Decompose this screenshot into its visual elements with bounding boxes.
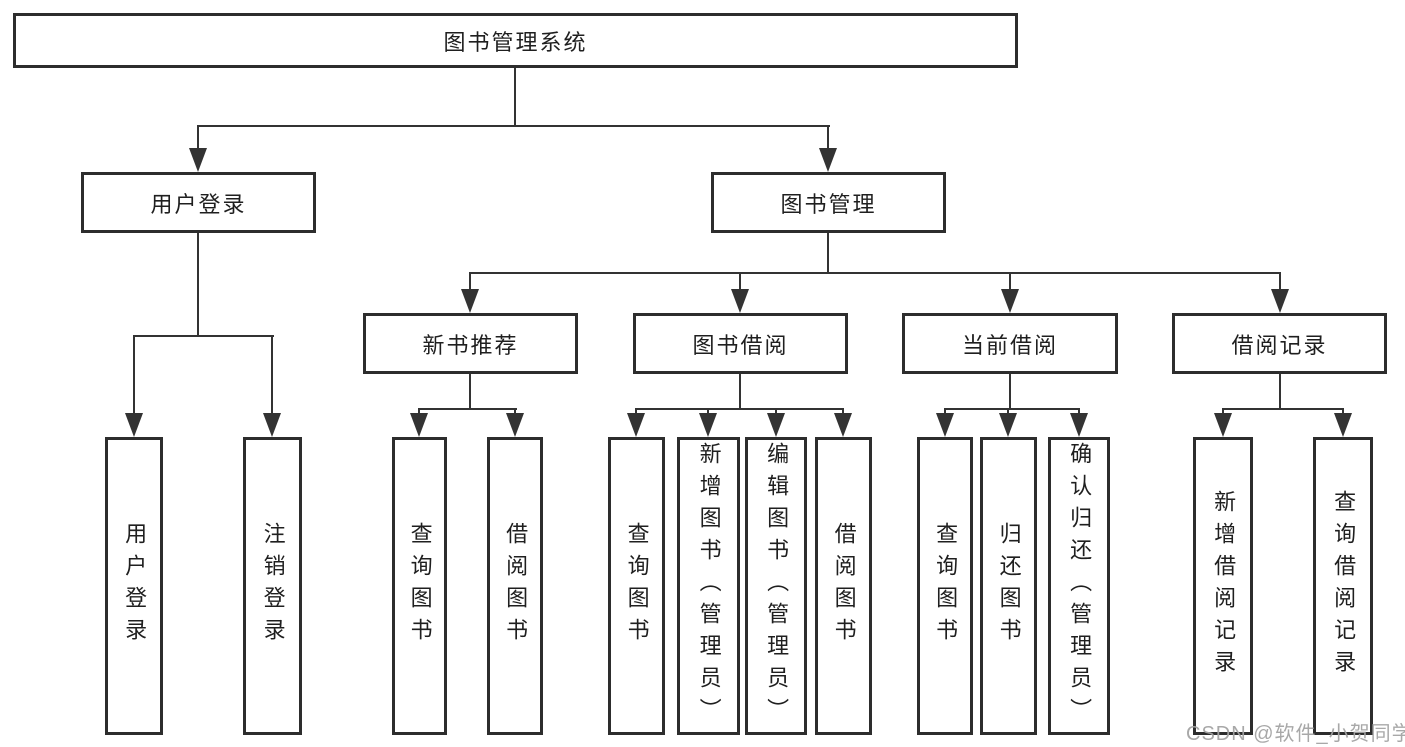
leaf-borrow-books-borrowing: 借阅图书 (815, 437, 872, 735)
arrowhead-down (189, 148, 207, 172)
node-root-label: 图书管理系统 (443, 29, 588, 55)
connector-line (469, 272, 1281, 274)
connector-line (133, 335, 274, 337)
connector-line (1279, 272, 1281, 292)
leaf-edit-books-admin: 编辑图书（管理员） (745, 437, 807, 735)
connector-line (197, 233, 199, 337)
connector-line (827, 125, 829, 152)
connector-line (1342, 408, 1344, 417)
node-book-management-branch: 图书管理 (711, 172, 946, 233)
connector-line (775, 408, 777, 417)
leaf-borrow-books-borrowing-label: 借阅图书 (831, 522, 857, 650)
connector-line (469, 272, 471, 292)
leaf-add-books-admin-label: 新增图书（管理员） (696, 442, 722, 730)
arrowhead-down (999, 413, 1017, 437)
arrowhead-down (819, 148, 837, 172)
connector-line (1279, 374, 1281, 410)
arrowhead-down (263, 413, 281, 437)
arrowhead-down (731, 289, 749, 313)
leaf-query-books-recommend-label: 查询图书 (407, 522, 433, 650)
arrowhead-down (834, 413, 852, 437)
leaf-return-books: 归还图书 (980, 437, 1037, 735)
arrowhead-down (1334, 413, 1352, 437)
arrowhead-down (506, 413, 524, 437)
connector-line (197, 125, 830, 127)
arrowhead-down (699, 413, 717, 437)
node-current-borrowing: 当前借阅 (902, 313, 1118, 374)
leaf-logout: 注销登录 (243, 437, 302, 735)
arrowhead-down (410, 413, 428, 437)
connector-line (944, 408, 946, 417)
connector-line (707, 408, 709, 417)
connector-line (1222, 408, 1224, 417)
watermark: CSDN @软件_小贺同学 (1186, 723, 1405, 745)
connector-line (514, 68, 516, 127)
arrowhead-down (1214, 413, 1232, 437)
connector-line (271, 335, 273, 416)
connector-line (1009, 374, 1011, 410)
node-user-login-branch: 用户登录 (81, 172, 316, 233)
node-book-borrowing-label: 图书借阅 (692, 332, 789, 358)
arrowhead-down (125, 413, 143, 437)
leaf-add-books-admin: 新增图书（管理员） (677, 437, 740, 735)
leaf-confirm-return-admin-label: 确认归还（管理员） (1067, 442, 1093, 730)
connector-line (418, 408, 420, 417)
leaf-edit-books-admin-label: 编辑图书（管理员） (764, 442, 790, 730)
node-current-borrowing-label: 当前借阅 (961, 332, 1058, 358)
connector-line (944, 408, 1080, 410)
connector-line (514, 408, 516, 417)
leaf-borrow-books-recommend-label: 借阅图书 (503, 522, 529, 650)
node-borrowing-records: 借阅记录 (1172, 313, 1387, 374)
arrowhead-down (627, 413, 645, 437)
node-new-book-recommendation: 新书推荐 (363, 313, 578, 374)
node-user-login-branch-label: 用户登录 (150, 191, 247, 217)
node-book-borrowing: 图书借阅 (633, 313, 848, 374)
connector-line (635, 408, 637, 417)
connector-line (1007, 408, 1009, 417)
connector-line (1078, 408, 1080, 417)
arrowhead-down (936, 413, 954, 437)
leaf-query-books-borrowing-label: 查询图书 (624, 522, 650, 650)
arrowhead-down (461, 289, 479, 313)
leaf-query-books-borrowing: 查询图书 (608, 437, 665, 735)
connector-line (418, 408, 517, 410)
arrowhead-down (1271, 289, 1289, 313)
connector-line (197, 125, 199, 152)
connector-line (133, 335, 135, 416)
connector-line (1009, 272, 1011, 292)
leaf-borrow-books-recommend: 借阅图书 (487, 437, 543, 735)
leaf-query-books-current: 查询图书 (917, 437, 973, 735)
node-new-book-recommendation-label: 新书推荐 (422, 332, 519, 358)
node-book-management-branch-label: 图书管理 (780, 191, 877, 217)
leaf-user-login-label: 用户登录 (122, 522, 148, 650)
connector-line (1222, 408, 1344, 410)
leaf-user-login: 用户登录 (105, 437, 163, 735)
connector-line (739, 272, 741, 292)
node-root: 图书管理系统 (13, 13, 1018, 68)
leaf-query-borrow-record: 查询借阅记录 (1313, 437, 1373, 735)
connector-line (827, 233, 829, 274)
connector-line (739, 374, 741, 410)
leaf-confirm-return-admin: 确认归还（管理员） (1048, 437, 1110, 735)
leaf-query-books-current-label: 查询图书 (933, 522, 959, 650)
leaf-return-books-label: 归还图书 (996, 522, 1022, 650)
node-borrowing-records-label: 借阅记录 (1231, 332, 1328, 358)
leaf-add-borrow-record: 新增借阅记录 (1193, 437, 1253, 735)
connector-line (842, 408, 844, 417)
arrowhead-down (1001, 289, 1019, 313)
leaf-add-borrow-record-label: 新增借阅记录 (1211, 490, 1237, 682)
arrowhead-down (767, 413, 785, 437)
arrowhead-down (1070, 413, 1088, 437)
leaf-logout-label: 注销登录 (260, 522, 286, 650)
leaf-query-books-recommend: 查询图书 (392, 437, 447, 735)
connector-line (469, 374, 471, 410)
leaf-query-borrow-record-label: 查询借阅记录 (1331, 490, 1357, 682)
connector-line (635, 408, 844, 410)
